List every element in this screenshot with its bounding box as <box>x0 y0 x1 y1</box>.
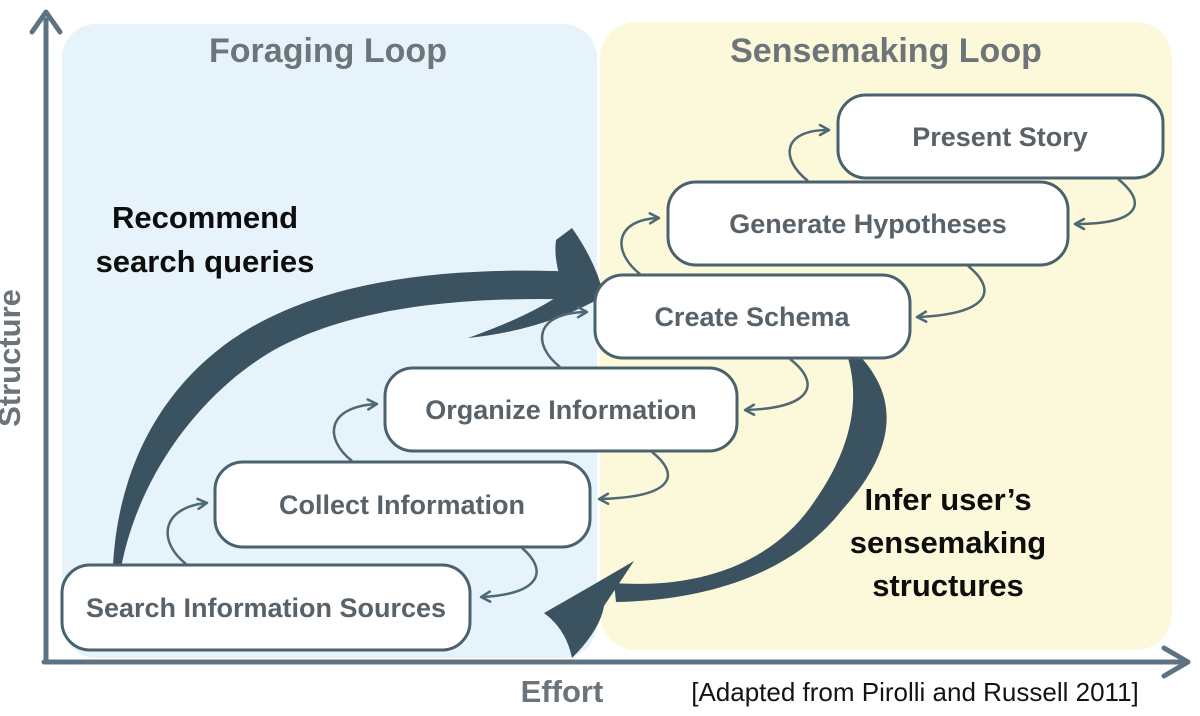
loop-arrow-up-search-to-collect <box>166 497 209 565</box>
stage-label: Create Schema <box>654 302 850 332</box>
stage-box-search-information-sources: Search Information Sources <box>60 563 472 652</box>
annotation-line: search queries <box>96 244 315 279</box>
stage-box-organize-information: Organize Information <box>383 366 739 453</box>
x-axis-arrowhead-icon <box>1161 645 1191 679</box>
infer-structures-annotation: Infer user’s sensemaking structures <box>850 482 1046 603</box>
annotation-line: Recommend <box>112 200 298 235</box>
loop-arrow-up-collect-to-organize <box>332 398 379 462</box>
loop-arrow-down-present-story-to-generate-hypotheses <box>1073 178 1136 231</box>
loop-arrow-down-generate-hypotheses-to-create-schema <box>915 265 986 323</box>
stage-label: Organize Information <box>425 395 697 425</box>
annotation-line: sensemaking <box>850 525 1046 560</box>
stage-box-generate-hypotheses: Generate Hypotheses <box>666 180 1070 267</box>
x-axis-label: Effort <box>521 674 604 709</box>
y-axis-label: Structure <box>0 289 27 427</box>
infer-arrow-head-icon <box>544 561 634 658</box>
stage-box-present-story: Present Story <box>836 93 1165 180</box>
annotation-line: Infer user’s <box>864 482 1031 517</box>
y-axis-arrowhead-icon <box>29 9 63 35</box>
recommend-arrow-shaft <box>113 270 593 568</box>
sensemaking-region-title: Sensemaking Loop <box>730 32 1042 70</box>
stage-box-rect <box>666 180 1070 267</box>
loop-arrow-down-create-schema-to-organize <box>743 358 809 417</box>
loop-arrow-up-create-schema-to-generate-hypotheses <box>620 212 661 275</box>
axes: Structure Effort [Adapted from Pirolli a… <box>0 9 1191 709</box>
stage-box-rect <box>383 366 739 453</box>
infer-arrow-shaft <box>614 352 887 602</box>
infer-structures-arrow <box>544 352 887 658</box>
stage-label: Collect Information <box>279 490 525 520</box>
foraging-region-title: Foraging Loop <box>209 32 447 70</box>
stage-box-rect <box>213 460 592 549</box>
recommend-queries-arrow <box>113 228 604 568</box>
annotation-line: structures <box>872 568 1024 603</box>
stage-label: Generate Hypotheses <box>729 209 1007 239</box>
stage-box-collect-information: Collect Information <box>213 460 592 549</box>
stage-label: Search Information Sources <box>86 593 446 623</box>
stage-label: Present Story <box>912 122 1088 152</box>
foraging-region <box>62 24 597 658</box>
loop-arrow-down-organize-to-collect <box>597 451 670 506</box>
loop-arrow-up-generate-hypotheses-to-present-story <box>788 123 831 182</box>
stage-box-rect <box>60 563 472 652</box>
recommend-queries-annotation: Recommend search queries <box>96 200 315 279</box>
stage-box-create-schema: Create Schema <box>593 273 912 360</box>
stage-box-rect <box>836 93 1165 180</box>
loop-arrow-up-organize-to-create-schema <box>541 305 589 368</box>
attribution-caption: [Adapted from Pirolli and Russell 2011] <box>691 677 1139 707</box>
loop-arrow-down-collect-to-search <box>479 547 538 603</box>
recommend-arrow-head-icon <box>468 228 604 338</box>
stage-box-rect <box>593 273 912 360</box>
